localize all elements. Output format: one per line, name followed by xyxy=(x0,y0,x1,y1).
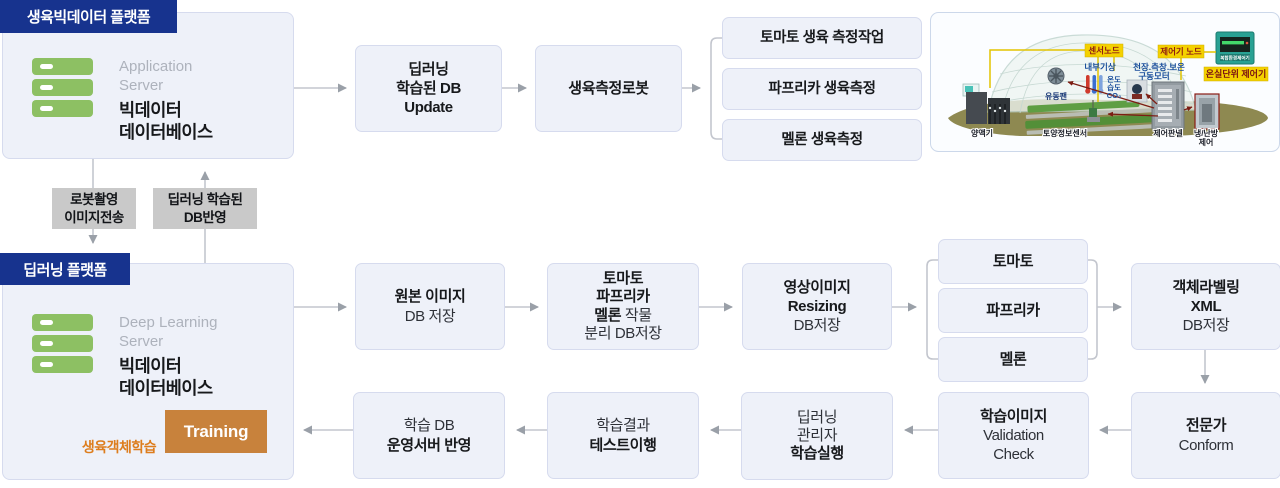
device-label: 복합환경제어기 xyxy=(1220,54,1250,61)
conform-strong: 전문가 xyxy=(1185,417,1227,435)
application-server: Application Server 빅데이터 데이터베이스 xyxy=(32,58,282,144)
hvac-label-2: 제어 xyxy=(1199,137,1214,147)
crop-melon-text: 멜론 xyxy=(999,350,1027,368)
conform-normal: Conform xyxy=(1178,436,1234,454)
box-db-update-text: 딥러닝 학습된 DB Update xyxy=(396,60,461,117)
box-crop-tomato: 토마토 xyxy=(938,239,1088,284)
box-test-execution: 학습결과 테스트이행 xyxy=(547,392,699,479)
server-name-label: 빅데이터 데이터베이스 xyxy=(119,355,213,399)
deploy-normal: 학습 DB xyxy=(403,417,455,435)
tomato-measure-text: 토마토 생육 측정작업 xyxy=(760,29,884,46)
greenhouse-yellow-labels: 센서노드 제어기 노드 온실단위 제어기 xyxy=(1084,43,1269,82)
server-icon xyxy=(32,314,93,373)
temp-label: 온도 xyxy=(1107,75,1121,84)
box-image-resizing: 영상이미지 Resizing DB저장 xyxy=(742,263,892,350)
paprika-measure-text: 파프리카 생육측정 xyxy=(768,80,876,97)
fan-icon xyxy=(1047,67,1065,85)
box-melon-measure: 멜론 생육측정 xyxy=(722,119,922,161)
labeling-strong: 객체라벨링 XML xyxy=(1172,278,1240,315)
learning-run-strong: 학습실행 xyxy=(790,445,844,463)
separate-strong2: 멜론 xyxy=(594,306,622,324)
box-validation-check: 학습이미지 Validation Check xyxy=(938,392,1089,479)
deep-learning-server: Deep Learning Server 빅데이터 데이터베이스 xyxy=(32,314,282,400)
learning-run-normal: 딥러닝 관리자 xyxy=(796,408,838,444)
greenhouse-blue-labels: 내부기상 천장.측창.보온 구동모터 온도 습도 CO₂ 유동팬 xyxy=(1045,62,1185,101)
fan-label: 유동팬 xyxy=(1045,91,1067,101)
humidity-label: 습도 xyxy=(1107,82,1121,92)
box-crop-paprika: 파프리카 xyxy=(938,288,1088,333)
server-type-label: Application Server xyxy=(119,58,193,94)
thermometer-icons xyxy=(1085,75,1104,94)
box-crop-separate-db: 토마토 파프리카 멜론 작물 분리 DB저장 xyxy=(547,263,699,350)
separate-normal: 분리 DB저장 xyxy=(584,324,662,342)
test-normal: 학습결과 xyxy=(596,417,650,435)
server-icon xyxy=(32,58,93,117)
control-panel-label: 제어판넬 xyxy=(1153,128,1182,138)
box-deploy-server: 학습 DB 운영서버 반영 xyxy=(353,392,505,479)
control-panel-icon xyxy=(1151,81,1185,130)
box-growth-robot-text: 생육측정로봇 xyxy=(568,79,649,97)
resizing-normal: DB저장 xyxy=(793,317,841,335)
controller-node-label: 제어기 노드 xyxy=(1160,47,1202,57)
label-robot-image-transfer: 로봇촬영 이미지전송 xyxy=(52,188,136,229)
validation-normal: Validation Check xyxy=(983,426,1044,464)
box-paprika-measure: 파프리카 생육측정 xyxy=(722,68,922,110)
greenhouse-ground-labels: 양액기 토양정보센서 제어판넬 냉/난방 제어 xyxy=(970,127,1220,148)
original-image-strong: 원본 이미지 xyxy=(394,288,466,306)
melon-measure-text: 멜론 생육측정 xyxy=(781,131,863,148)
separate-normal2: 작물 xyxy=(624,306,652,324)
crop-paprika-text: 파프리카 xyxy=(986,301,1040,319)
nutrient-label: 양액기 xyxy=(971,128,993,138)
box-learning-run: 딥러닝 관리자 학습실행 xyxy=(741,392,893,480)
hvac-icon xyxy=(1194,93,1220,130)
label-dl-db-reflect: 딥러닝 학습된 DB반영 xyxy=(153,188,257,229)
soil-sensor-icon xyxy=(1087,100,1100,122)
training-box: Training xyxy=(165,410,267,453)
greenhouse-illustration: 복합환경제어기 센서노드 제어기 노드 xyxy=(930,12,1280,152)
unit-controller-label: 온실단위 제어기 xyxy=(1206,68,1266,79)
soil-sensor-label: 토양정보센서 xyxy=(1043,128,1087,138)
box-original-image: 원본 이미지 DB 저장 xyxy=(355,263,505,350)
box-db-update: 딥러닝 학습된 DB Update xyxy=(355,45,502,132)
deep-learning-platform-header: 딥러닝 플랫폼 xyxy=(0,253,130,285)
box-crop-melon: 멜론 xyxy=(938,337,1088,382)
co2-label: CO₂ xyxy=(1107,91,1122,100)
server-type-label: Deep Learning Server xyxy=(119,314,218,350)
growth-object-learning-label: 생육객체학습 xyxy=(81,439,157,455)
labeling-normal: DB저장 xyxy=(1182,317,1230,335)
crop-tomato-text: 토마토 xyxy=(992,252,1034,270)
deploy-strong: 운영서버 반영 xyxy=(386,436,472,454)
growth-bigdata-platform-header: 생육빅데이터 플랫폼 xyxy=(0,0,177,33)
sensor-node-label: 센서노드 xyxy=(1088,46,1119,56)
box-tomato-measure: 토마토 생육 측정작업 xyxy=(722,17,922,59)
box-growth-robot: 생육측정로봇 xyxy=(535,45,682,132)
separate-strong: 토마토 파프리카 xyxy=(596,269,650,306)
box-expert-conform: 전문가 Conform xyxy=(1131,392,1280,479)
box-object-labeling: 객체라벨링 XML DB저장 xyxy=(1131,263,1280,350)
internal-weather-label: 내부기상 xyxy=(1084,62,1115,72)
hvac-label-1: 냉/난방 xyxy=(1194,128,1219,138)
validation-strong: 학습이미지 xyxy=(979,407,1047,425)
motor-label-2: 구동모터 xyxy=(1138,71,1169,81)
unit-controller-device: 복합환경제어기 xyxy=(1215,31,1255,65)
original-image-normal: DB 저장 xyxy=(404,307,456,325)
nutrient-machine xyxy=(962,83,1010,124)
server-name-label: 빅데이터 데이터베이스 xyxy=(119,99,213,143)
test-strong: 테스트이행 xyxy=(589,436,657,454)
resizing-strong: 영상이미지 Resizing xyxy=(783,278,851,315)
drive-motor-icon xyxy=(1126,79,1148,103)
motor-label-1: 천장.측창.보온 xyxy=(1133,62,1185,72)
